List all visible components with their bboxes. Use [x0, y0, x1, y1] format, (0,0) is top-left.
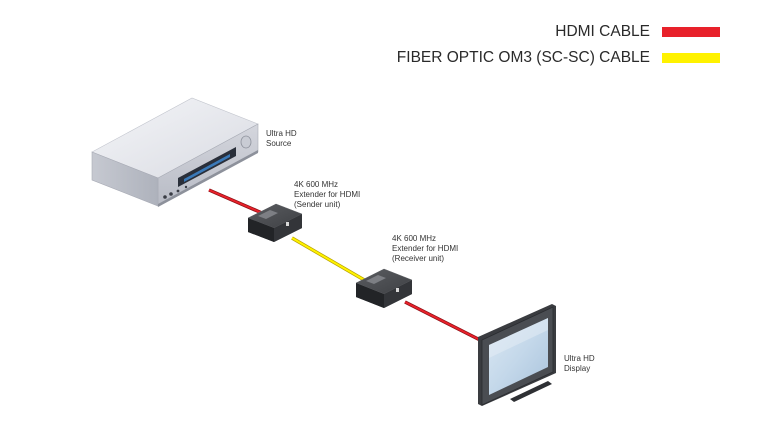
sender-label-line1: 4K 600 MHz — [294, 180, 339, 189]
source-label: Ultra HD Source — [266, 129, 297, 149]
hdmi-cable-source-to-sender-core — [208, 189, 263, 214]
receiver-label: 4K 600 MHz Extender for HDMI (Receiver u… — [392, 234, 458, 264]
legend-hdmi-swatch — [662, 27, 720, 37]
media-player-icon — [91, 97, 259, 207]
source-label-line2: Source — [266, 139, 292, 148]
receiver-label-line2: Extender for HDMI — [392, 244, 459, 253]
receiver-label-line3: (Receiver unit) — [392, 254, 445, 263]
sender-label: 4K 600 MHz Extender for HDMI (Sender uni… — [294, 180, 360, 210]
display-icon — [478, 304, 556, 406]
receiver-label-line1: 4K 600 MHz — [392, 234, 437, 243]
sender-label-line3: (Sender unit) — [294, 200, 341, 209]
source-label-line1: Ultra HD — [266, 129, 297, 138]
extender-receiver-icon — [355, 268, 413, 308]
display-label-line2: Display — [564, 364, 591, 373]
display-label-line1: Ultra HD — [564, 354, 595, 363]
extender-sender-icon — [247, 203, 303, 242]
hdmi-cable-receiver-to-display-core — [404, 301, 487, 344]
display-label: Ultra HD Display — [564, 354, 595, 374]
legend-fiber-swatch — [662, 53, 720, 63]
fiber-cable-core — [291, 237, 367, 282]
legend-hdmi-label: HDMI CABLE — [555, 23, 650, 40]
legend-fiber-label: FIBER OPTIC OM3 (SC-SC) CABLE — [396, 49, 650, 66]
sender-label-line2: Extender for HDMI — [294, 190, 361, 199]
